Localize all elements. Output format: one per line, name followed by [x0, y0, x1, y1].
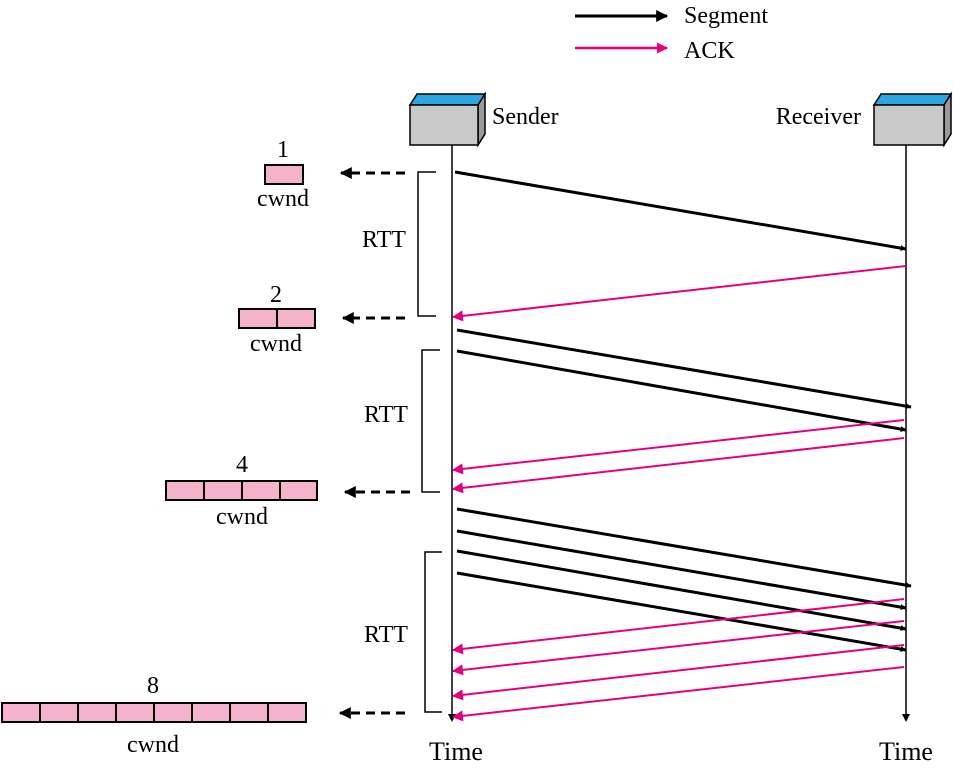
rtt-bracket: [424, 551, 442, 713]
segment-arrow: [456, 349, 907, 433]
segment-arrow: [454, 170, 907, 252]
cwnd-size-label: 1: [277, 137, 289, 163]
cwnd-window: [165, 480, 318, 501]
cwnd-caption: cwnd: [257, 186, 309, 212]
legend: Segment ACK: [575, 3, 768, 64]
cwnd-size-label: 2: [270, 282, 282, 308]
cwnd-caption: cwnd: [127, 732, 179, 758]
cwnd-size-label: 8: [147, 673, 159, 699]
receiver-host-icon: [872, 91, 953, 148]
cwnd-window: [264, 164, 304, 185]
sender-host-icon: [408, 91, 487, 148]
ack-arrow: [451, 666, 905, 722]
rtt-label: RTT: [364, 622, 408, 648]
sender-label: Sender: [492, 104, 559, 130]
rtt-label: RTT: [362, 227, 406, 253]
sender-timeline-arrowhead: [448, 714, 456, 722]
ack-arrow: [451, 419, 905, 475]
cwnd-window: [238, 308, 316, 329]
cwnd-caption: cwnd: [216, 504, 268, 530]
cwnd-window: [1, 702, 307, 723]
cwnd-size-label: 4: [236, 452, 248, 478]
segments: [454, 170, 912, 653]
legend-ack-label: ACK: [684, 38, 735, 64]
ack-arrow: [451, 265, 907, 322]
acks: [451, 265, 907, 722]
receiver-label: Receiver: [776, 104, 861, 130]
legend-segment-label: Segment: [684, 3, 768, 29]
segment-arrow: [456, 529, 907, 611]
segment-arrow: [456, 507, 912, 589]
ack-arrow: [451, 644, 905, 701]
receiver-time-label: Time: [879, 737, 933, 766]
receiver-timeline-arrowhead: [902, 714, 910, 722]
ack-arrow: [451, 598, 905, 655]
rtt-bracket: [417, 171, 436, 317]
cwnd-caption: cwnd: [250, 331, 302, 357]
segment-arrow: [456, 549, 907, 632]
ack-arrow: [451, 437, 905, 494]
ack-arrow: [451, 620, 905, 676]
segment-arrow: [456, 571, 907, 653]
segment-arrow: [456, 328, 912, 410]
sender-time-label: Time: [429, 737, 483, 766]
rtt-label: RTT: [364, 402, 408, 428]
rtt-bracket: [421, 349, 440, 493]
